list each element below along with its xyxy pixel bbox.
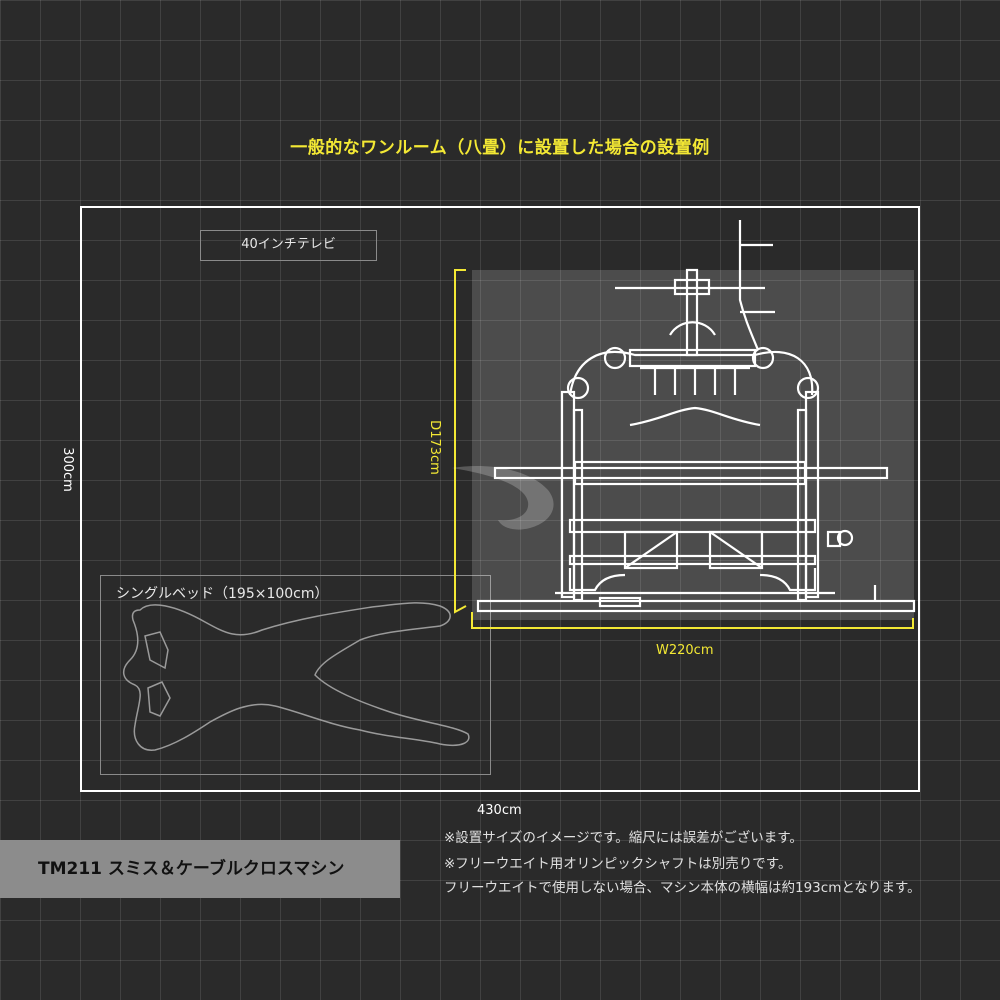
machine-footprint <box>472 270 914 620</box>
tv-label: 40インチテレビ <box>241 237 336 252</box>
note-shaft: ※フリーウエイト用オリンピックシャフトは別売りです。 <box>444 856 792 872</box>
product-name-banner: TM211 スミス＆ケーブルクロスマシン <box>0 840 400 898</box>
width-dimension-bracket <box>471 612 914 629</box>
room-outline <box>80 206 920 792</box>
tv-box: 40インチテレビ <box>200 230 377 261</box>
room-width-label: 430cm <box>477 803 522 818</box>
person-outline <box>123 602 470 751</box>
note-width: フリーウエイトで使用しない場合、マシン本体の横幅は約193cmとなります。 <box>444 880 921 896</box>
bed-label: シングルベッド（195×100cm） <box>116 586 329 602</box>
bed-box <box>100 575 491 775</box>
person-arm-lower <box>147 681 171 717</box>
brand-swoosh-icon <box>452 466 554 530</box>
page-title: 一般的なワンルーム（八畳）に設置した場合の設置例 <box>290 138 710 158</box>
machine-drawing <box>476 220 916 613</box>
machine-width-label: W220cm <box>656 643 714 658</box>
note-scale: ※設置サイズのイメージです。縮尺には誤差がございます。 <box>444 830 803 846</box>
product-name: TM211 スミス＆ケーブルクロスマシン <box>38 859 345 879</box>
depth-dimension-bracket <box>454 269 467 614</box>
person-arm-upper <box>144 631 169 670</box>
